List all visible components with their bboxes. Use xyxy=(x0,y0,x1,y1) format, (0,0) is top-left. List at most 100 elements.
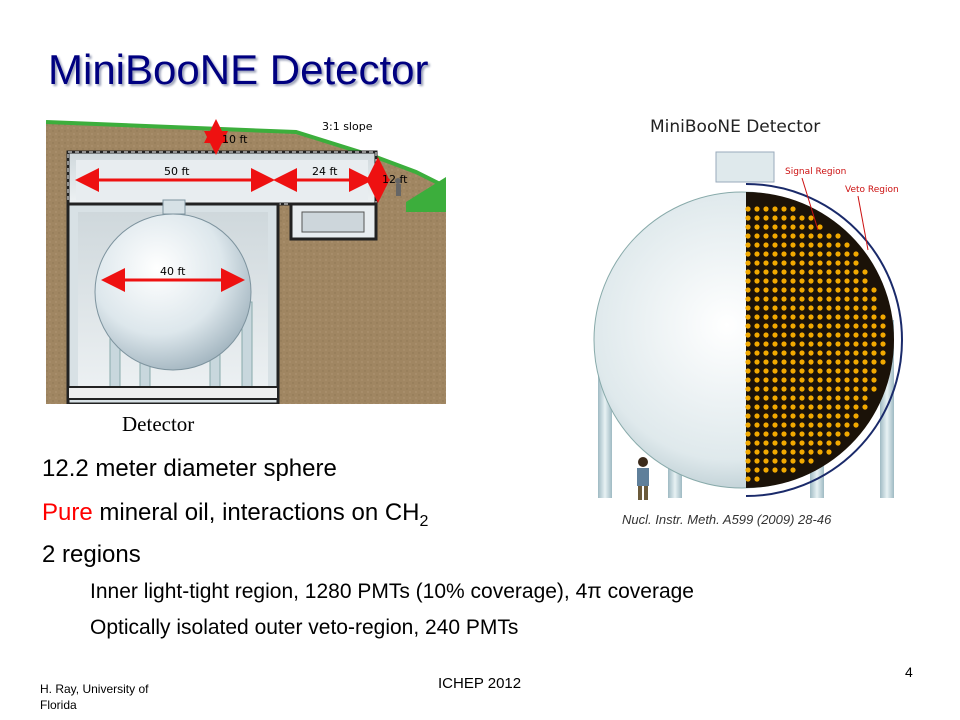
pmt-dot xyxy=(862,368,868,374)
label-24ft: 24 ft xyxy=(312,165,338,178)
pmt-dot xyxy=(808,440,814,446)
pmt-dot xyxy=(790,341,796,347)
pmt-dot xyxy=(781,323,787,329)
pmt-dot xyxy=(790,278,796,284)
bullet-regions: 2 regions xyxy=(42,541,141,568)
pmt-dot xyxy=(844,422,850,428)
label-slope: 3:1 slope xyxy=(322,120,373,133)
pmt-dot xyxy=(808,251,814,257)
pmt-dot xyxy=(808,305,814,311)
pmt-dot xyxy=(772,404,778,410)
pmt-dot xyxy=(763,413,769,419)
pmt-dot xyxy=(853,368,859,374)
pmt-dot xyxy=(745,359,751,365)
pmt-dot xyxy=(772,242,778,248)
detector-cross-section-diagram: 10 ft 3:1 slope 50 ft 24 ft 12 ft 40 ft xyxy=(46,119,446,404)
pmt-dot xyxy=(871,368,877,374)
left-figure-caption: Detector xyxy=(122,412,195,436)
pmt-dot xyxy=(826,359,832,365)
pmt-dot xyxy=(790,467,796,473)
pmt-dot xyxy=(844,296,850,302)
pmt-dot xyxy=(754,305,760,311)
pmt-dot xyxy=(745,449,751,455)
pmt-dot xyxy=(763,323,769,329)
pmt-dot xyxy=(808,242,814,248)
pmt-dot xyxy=(790,350,796,356)
pmt-dot xyxy=(862,350,868,356)
pmt-dot xyxy=(844,269,850,275)
pmt-dot xyxy=(754,206,760,212)
pmt-dot xyxy=(781,431,787,437)
pmt-dot xyxy=(754,215,760,221)
pmt-dot xyxy=(844,377,850,383)
pmt-dot xyxy=(790,251,796,257)
pmt-dot xyxy=(799,269,805,275)
pmt-dot xyxy=(772,323,778,329)
pmt-dot xyxy=(862,404,868,410)
pmt-dot xyxy=(808,404,814,410)
pmt-dot xyxy=(808,413,814,419)
pmt-dot xyxy=(844,413,850,419)
pmt-dot xyxy=(745,422,751,428)
pmt-dot xyxy=(772,278,778,284)
pmt-dot xyxy=(853,341,859,347)
pmt-dot xyxy=(826,386,832,392)
pmt-dot xyxy=(826,287,832,293)
pmt-dot xyxy=(763,206,769,212)
pmt-dot xyxy=(790,296,796,302)
pmt-dot xyxy=(745,386,751,392)
pmt-dot xyxy=(817,449,823,455)
pmt-dot xyxy=(826,305,832,311)
label-40ft: 40 ft xyxy=(160,265,186,278)
pmt-dot xyxy=(772,233,778,239)
pmt-dot xyxy=(880,323,886,329)
pmt-dot xyxy=(835,296,841,302)
pmt-dot xyxy=(790,260,796,266)
detector-sphere-diagram: MiniBooNE Detector Signal Region Veto Re… xyxy=(593,117,903,500)
pmt-dot xyxy=(772,431,778,437)
pmt-dot xyxy=(799,404,805,410)
pmt-dot xyxy=(871,350,877,356)
pmt-dot xyxy=(772,422,778,428)
pmt-dot xyxy=(862,269,868,275)
pmt-dot xyxy=(817,404,823,410)
pmt-dot xyxy=(790,287,796,293)
pmt-dot xyxy=(790,242,796,248)
pmt-dot xyxy=(754,242,760,248)
pmt-dot xyxy=(862,341,868,347)
pmt-dot xyxy=(826,260,832,266)
pmt-dot xyxy=(835,341,841,347)
pmt-dot xyxy=(772,224,778,230)
pmt-dot xyxy=(745,350,751,356)
pmt-dot xyxy=(808,215,814,221)
pmt-dot xyxy=(799,449,805,455)
pmt-dot xyxy=(844,314,850,320)
pmt-dot xyxy=(880,350,886,356)
pmt-dot xyxy=(754,458,760,464)
pmt-dot xyxy=(763,458,769,464)
pmt-dot xyxy=(763,395,769,401)
pmt-dot xyxy=(799,440,805,446)
pmt-dot xyxy=(835,305,841,311)
pmt-dot xyxy=(826,413,832,419)
pmt-dot xyxy=(844,242,850,248)
pmt-dot xyxy=(862,287,868,293)
pmt-dot xyxy=(826,395,832,401)
pmt-dot xyxy=(799,305,805,311)
pmt-dot xyxy=(862,323,868,329)
pmt-dot xyxy=(781,242,787,248)
pmt-dot xyxy=(808,332,814,338)
pmt-dot xyxy=(790,395,796,401)
pmt-dot xyxy=(745,224,751,230)
pmt-dot xyxy=(745,242,751,248)
pmt-dot xyxy=(772,359,778,365)
pmt-dot xyxy=(754,260,760,266)
pmt-dot xyxy=(745,287,751,293)
pmt-dot xyxy=(817,278,823,284)
pmt-dot xyxy=(817,323,823,329)
pmt-dot xyxy=(745,332,751,338)
pmt-dot xyxy=(808,269,814,275)
label-50ft: 50 ft xyxy=(164,165,190,178)
pmt-dot xyxy=(790,422,796,428)
pmt-dot xyxy=(781,422,787,428)
